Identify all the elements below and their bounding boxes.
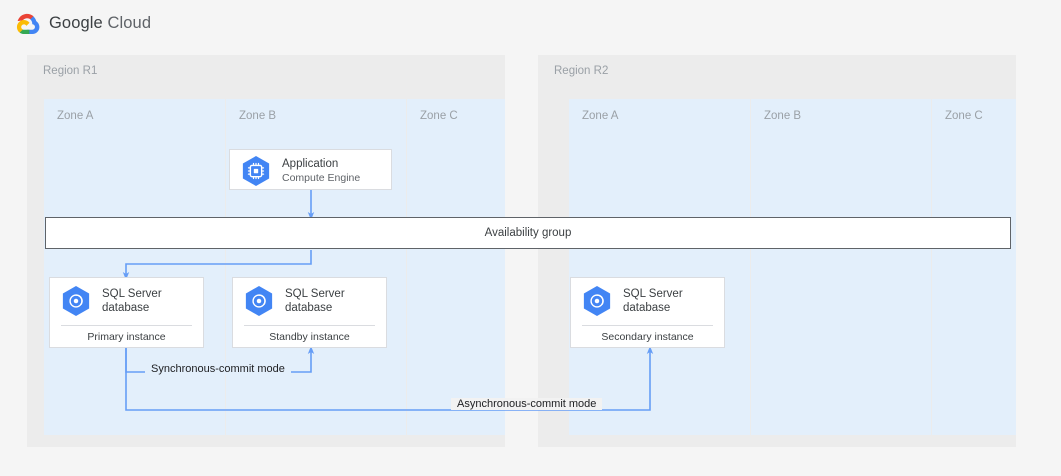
secondary-database-card-title: SQL Server database: [623, 288, 683, 314]
primary-database-card: SQL Server database Primary instance: [49, 277, 204, 348]
asynchronous-commit-mode-label: Asynchronous-commit mode: [451, 398, 603, 410]
availability-group-bar: Availability group: [45, 217, 1011, 249]
application-card: Application Compute Engine: [229, 149, 392, 190]
brand-wordmark: Google Cloud: [49, 14, 151, 33]
application-card-subtitle: Compute Engine: [282, 171, 361, 184]
sql-server-database-icon: [245, 286, 273, 316]
standby-database-card-title: SQL Server database: [285, 288, 345, 314]
region-r2-zone-c: Zone C: [932, 99, 1016, 435]
region-r1-zone-c: Zone C: [407, 99, 505, 435]
standby-card-divider: [244, 325, 375, 326]
compute-engine-icon: [242, 155, 270, 186]
primary-card-divider: [61, 325, 192, 326]
synchronous-commit-mode-text: Synchronous-commit mode: [151, 363, 285, 375]
application-card-title: Application: [282, 157, 339, 170]
brand-word-cloud: Cloud: [107, 13, 152, 32]
secondary-instance-label: Secondary instance: [601, 331, 694, 343]
sql-server-database-icon: [62, 286, 90, 316]
google-cloud-logo-icon: [16, 13, 40, 35]
standby-database-card: SQL Server database Standby instance: [232, 277, 387, 348]
region-r2-zone-b: Zone B: [751, 99, 931, 435]
region-r1-zone-b-label: Zone B: [239, 110, 277, 122]
region-r1-zone-a: Zone A: [44, 99, 225, 435]
brand-word-google: Google: [49, 13, 103, 32]
standby-instance-label: Standby instance: [269, 331, 350, 343]
region-r1-label: Region R1: [43, 65, 98, 77]
synchronous-commit-mode-label: Synchronous-commit mode: [145, 363, 291, 375]
region-r2-label: Region R2: [554, 65, 609, 77]
sql-server-database-icon: [583, 286, 611, 316]
secondary-card-divider: [582, 325, 713, 326]
region-r2-zone-c-label: Zone C: [945, 110, 983, 122]
region-r1-zone-a-label: Zone A: [57, 110, 94, 122]
region-r2-zone-b-label: Zone B: [764, 110, 802, 122]
region-r1: Region R1 Zone A Zone B Zone C: [27, 55, 505, 447]
region-r2-zone-a: Zone A: [569, 99, 750, 435]
google-cloud-brand: Google Cloud: [14, 9, 151, 37]
region-r2-zone-a-label: Zone A: [582, 110, 619, 122]
primary-database-card-title: SQL Server database: [102, 288, 162, 314]
asynchronous-commit-mode-text: Asynchronous-commit mode: [457, 398, 597, 410]
availability-group-label: Availability group: [484, 227, 572, 239]
primary-instance-label: Primary instance: [87, 331, 166, 343]
region-r1-zone-c-label: Zone C: [420, 110, 458, 122]
region-r2: Region R2 Zone A Zone B Zone C: [538, 55, 1016, 447]
secondary-database-card: SQL Server database Secondary instance: [570, 277, 725, 348]
